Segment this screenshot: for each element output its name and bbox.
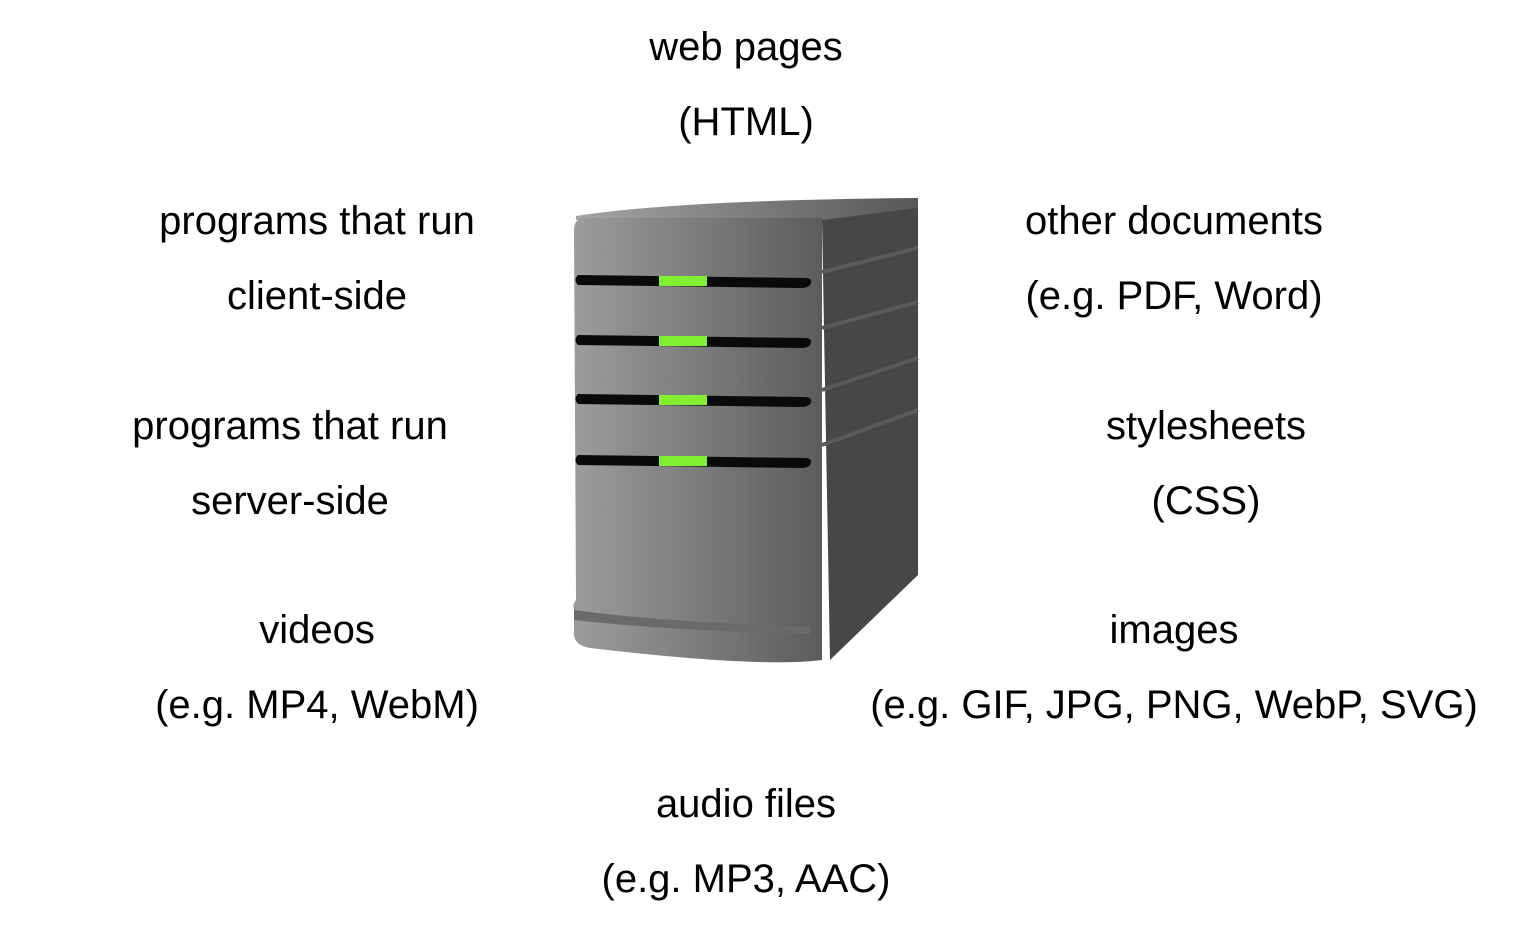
status-led bbox=[659, 336, 707, 346]
images-subtitle: (e.g. GIF, JPG, PNG, WebP, SVG) bbox=[870, 683, 1478, 727]
audio-title: audio files bbox=[655, 782, 837, 826]
label-images: images (e.g. GIF, JPG, PNG, WebP, SVG) bbox=[824, 593, 1520, 743]
label-web-pages: web pages (HTML) bbox=[546, 10, 946, 160]
label-client-side: programs that run client-side bbox=[117, 184, 517, 334]
server-side-title: programs that run bbox=[132, 404, 448, 448]
client-side-title: programs that run bbox=[159, 199, 475, 243]
server-top bbox=[576, 198, 918, 220]
status-led bbox=[659, 276, 707, 286]
server-front bbox=[573, 218, 822, 663]
drive-bays bbox=[575, 275, 812, 468]
status-led bbox=[659, 456, 707, 466]
web-pages-title: web pages bbox=[649, 25, 843, 69]
server-base bbox=[574, 610, 810, 634]
server-side-ridges bbox=[821, 246, 919, 447]
stylesheets-subtitle: (CSS) bbox=[1151, 479, 1261, 523]
server-side-subtitle: server-side bbox=[191, 479, 389, 523]
server-icon bbox=[573, 198, 919, 663]
audio-subtitle: (e.g. MP3, AAC) bbox=[601, 857, 891, 901]
videos-subtitle: (e.g. MP4, WebM) bbox=[155, 683, 479, 727]
web-pages-subtitle: (HTML) bbox=[678, 100, 814, 144]
videos-title: videos bbox=[259, 608, 375, 652]
label-stylesheets: stylesheets (CSS) bbox=[1006, 389, 1406, 539]
other-documents-subtitle: (e.g. PDF, Word) bbox=[1025, 274, 1323, 318]
other-documents-title: other documents bbox=[1025, 199, 1323, 243]
client-side-subtitle: client-side bbox=[226, 274, 408, 318]
label-videos: videos (e.g. MP4, WebM) bbox=[117, 593, 517, 743]
stylesheets-title: stylesheets bbox=[1105, 404, 1307, 448]
images-title: images bbox=[1109, 608, 1239, 652]
label-audio: audio files (e.g. MP3, AAC) bbox=[546, 767, 946, 917]
label-other-documents: other documents (e.g. PDF, Word) bbox=[974, 184, 1374, 334]
status-led bbox=[659, 395, 707, 405]
label-server-side: programs that run server-side bbox=[90, 389, 490, 539]
